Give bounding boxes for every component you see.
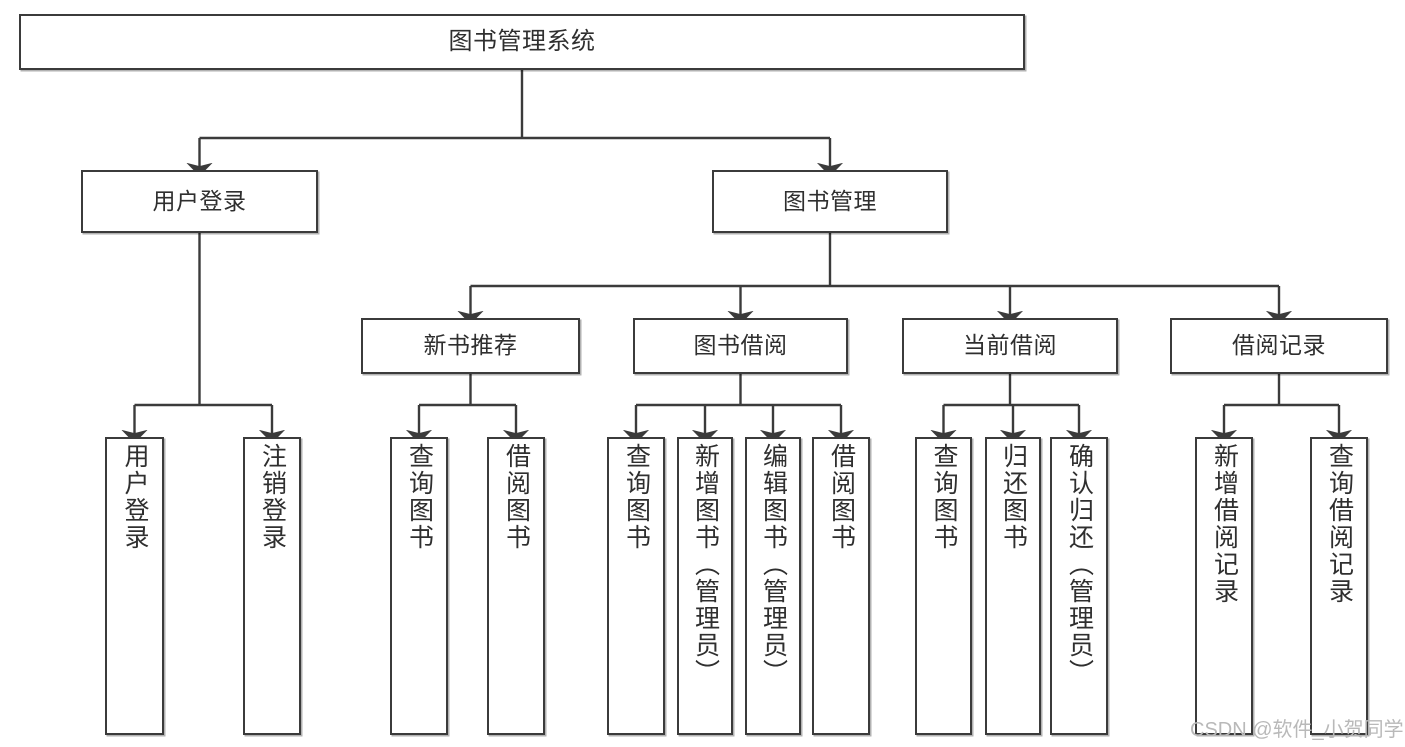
node-leaf-edit-book[interactable]: 编辑图书（管理员） — [745, 437, 801, 735]
node-label-user-login: 用户登录 — [152, 187, 247, 214]
node-label-leaf-logout: 注销登录 — [258, 443, 287, 551]
node-leaf-query-book-1[interactable]: 查询图书 — [390, 437, 448, 735]
node-leaf-logout[interactable]: 注销登录 — [243, 437, 301, 735]
node-leaf-add-record[interactable]: 新增借阅记录 — [1195, 437, 1253, 735]
node-label-root: 图书管理系统 — [448, 27, 596, 55]
node-label-leaf-user-login: 用户登录 — [121, 443, 149, 551]
csdn-watermark: CSDN @软件_小贺同学 — [1190, 719, 1404, 741]
node-label-leaf-borrow-book-2: 借阅图书 — [827, 443, 856, 551]
node-label-book-manage: 图书管理 — [783, 187, 877, 214]
node-label-borrow-record: 借阅记录 — [1232, 332, 1326, 359]
node-leaf-borrow-book-1[interactable]: 借阅图书 — [487, 437, 545, 735]
node-new-book-rec[interactable]: 新书推荐 — [361, 318, 580, 374]
node-label-new-book-rec: 新书推荐 — [423, 332, 518, 359]
node-label-leaf-add-record: 新增借阅记录 — [1210, 443, 1239, 605]
node-leaf-query-book-2[interactable]: 查询图书 — [607, 437, 665, 735]
node-label-book-borrow: 图书借阅 — [693, 332, 788, 359]
node-label-leaf-return-book: 归还图书 — [999, 443, 1028, 551]
node-label-leaf-query-book-2: 查询图书 — [622, 443, 651, 551]
node-leaf-borrow-book-2[interactable]: 借阅图书 — [812, 437, 870, 735]
node-leaf-return-book[interactable]: 归还图书 — [985, 437, 1041, 735]
node-borrow-record[interactable]: 借阅记录 — [1170, 318, 1388, 374]
node-root[interactable]: 图书管理系统 — [19, 14, 1025, 70]
node-label-current-borrow: 当前借阅 — [963, 332, 1057, 359]
node-label-leaf-query-book-1: 查询图书 — [405, 443, 434, 551]
node-book-borrow[interactable]: 图书借阅 — [633, 318, 848, 374]
node-label-leaf-add-book: 新增图书（管理员） — [691, 443, 720, 686]
node-leaf-query-book-3[interactable]: 查询图书 — [915, 437, 972, 735]
node-label-leaf-query-record: 查询借阅记录 — [1325, 443, 1354, 605]
node-leaf-confirm-return[interactable]: 确认归还（管理员） — [1050, 437, 1108, 735]
node-leaf-add-book[interactable]: 新增图书（管理员） — [677, 437, 733, 735]
node-label-leaf-confirm-return: 确认归还（管理员） — [1065, 443, 1094, 686]
node-label-leaf-edit-book: 编辑图书（管理员） — [759, 443, 788, 686]
node-leaf-user-login[interactable]: 用户登录 — [105, 437, 164, 735]
node-leaf-query-record[interactable]: 查询借阅记录 — [1310, 437, 1368, 735]
node-user-login[interactable]: 用户登录 — [81, 170, 318, 233]
node-label-leaf-query-book-3: 查询图书 — [930, 443, 958, 551]
node-label-leaf-borrow-book-1: 借阅图书 — [502, 443, 531, 551]
node-book-manage[interactable]: 图书管理 — [712, 170, 948, 233]
node-current-borrow[interactable]: 当前借阅 — [902, 318, 1118, 374]
